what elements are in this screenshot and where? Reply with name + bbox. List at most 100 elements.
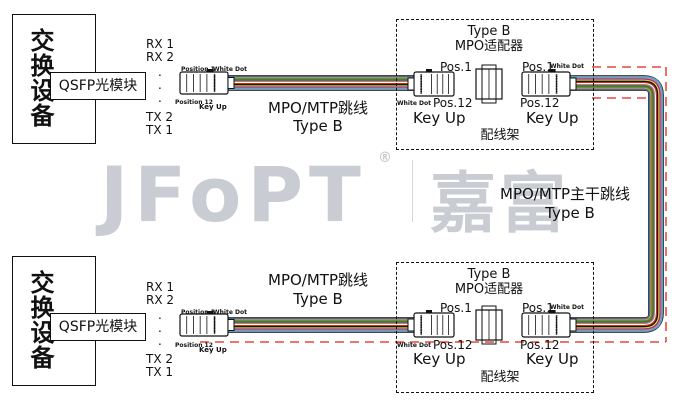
fiber-dot: [420, 326, 423, 329]
fiber-dot: [420, 75, 423, 78]
fiber-dot: [420, 318, 423, 321]
rx1-label: RX 1: [146, 280, 175, 294]
position1-label: Position 1: [181, 309, 215, 316]
fiber-dot: [555, 320, 558, 322]
pos12-left-top: Pos.12: [433, 96, 473, 110]
fiber-dot: [555, 324, 558, 327]
fiber-dot: [555, 90, 558, 93]
fiber-dot: [555, 315, 558, 317]
fiber-dot: [555, 329, 558, 332]
fiber-line: [570, 76, 663, 332]
dots: ...: [158, 308, 162, 348]
fiber-dot: [555, 79, 558, 81]
fiber-dot: [420, 87, 423, 89]
adapter-name-top: MPO适配器: [454, 39, 524, 54]
fiber-dot: [213, 330, 216, 333]
fiber-line: [570, 81, 658, 327]
fiber-dot: [420, 82, 423, 85]
fiber-dot: [213, 79, 216, 82]
patch-cable-bottom: [228, 317, 414, 333]
mpo-adapter-top: [475, 64, 503, 104]
white-dot-label: White Dot: [213, 66, 247, 73]
fiber-dot: [420, 79, 423, 81]
connector-ferrule: [227, 319, 235, 331]
fiber-dot: [555, 333, 558, 335]
fiber-dot: [555, 318, 558, 321]
position12-label: Position 12: [175, 99, 213, 106]
pos12-right-top: Pos.12: [520, 96, 560, 110]
adapter-flange: [481, 64, 497, 104]
fiber-dot: [555, 74, 558, 76]
connector-ferrule: [569, 77, 577, 91]
fiber-dot: [213, 74, 216, 76]
fiber-dot: [213, 84, 216, 87]
patch-cable-name-top: MPO/MTP跳线: [268, 99, 368, 117]
fiber-line: [570, 84, 655, 324]
fiber-dot: [420, 316, 423, 319]
tx1-label: TX 1: [146, 123, 173, 137]
fiber-dot: [420, 333, 423, 335]
fiber-line: [570, 78, 661, 330]
watermark-chinese: 嘉富: [430, 165, 570, 242]
fiber-dot: [213, 324, 216, 327]
fiber-dot: [420, 74, 423, 76]
position1-label: Position 1: [181, 66, 215, 73]
fiber-dot: [213, 317, 216, 320]
pos1-right-top: Pos.1: [522, 60, 554, 74]
connector-body: [179, 313, 229, 337]
fiber-dot: [555, 80, 558, 83]
fiber-dot: [420, 324, 423, 327]
connector-ferrule: [407, 77, 415, 91]
key-up-right-bottom: Key Up: [526, 350, 579, 368]
tx2-label: TX 2: [146, 110, 173, 124]
fiber-dot: [213, 327, 216, 330]
pos12-right-bottom: Pos.12: [520, 338, 560, 352]
fiber-dot: [420, 83, 423, 86]
fiber-line: [570, 87, 652, 321]
connector-key: [548, 69, 556, 72]
adapter-name-bottom: MPO适配器: [454, 282, 524, 297]
fiber-dot: [555, 316, 558, 319]
connector-key: [548, 310, 556, 313]
mpo-connector-panel-left-top: [407, 69, 455, 97]
rx2-label: RX 2: [146, 50, 175, 64]
fiber-dot: [420, 329, 423, 332]
fiber-dot: [420, 331, 423, 334]
fiber-dot: [420, 320, 423, 322]
key-up-label: Key Up: [199, 103, 227, 111]
fiber-dot: [420, 92, 423, 94]
fiber-dot: [420, 88, 423, 91]
white-dot-left-top: White Dot: [397, 100, 431, 107]
patch-panel-top: [396, 19, 594, 150]
patch-cable-top: [228, 75, 414, 91]
key-up-label: Key Up: [199, 346, 227, 354]
tx2-label: TX 2: [146, 352, 173, 366]
tx1-label: TX 1: [146, 365, 173, 379]
fiber-dot: [420, 90, 423, 93]
panel-label-top: 配线架: [480, 128, 520, 143]
fiber-dot: [555, 75, 558, 78]
pos12-left-bottom: Pos.12: [433, 338, 473, 352]
fiber-dot: [213, 332, 216, 334]
fiber-dot: [555, 77, 558, 80]
panel-label-bottom: 配线架: [480, 370, 520, 385]
fiber-dot: [555, 83, 558, 86]
fiber-dot: [213, 75, 216, 78]
rx2-label: RX 2: [146, 293, 175, 307]
white-dot-right-bottom: White Dot: [550, 304, 584, 311]
fiber-dot: [420, 80, 423, 83]
adapter-type-bottom: Type B: [467, 267, 511, 282]
connector-ferrule: [227, 77, 235, 89]
fiber-dot: [420, 85, 423, 88]
connector-body: [179, 71, 229, 95]
adapter-flange: [481, 305, 497, 345]
fiber-dot: [420, 321, 423, 324]
pos1-right-bottom: Pos.1: [522, 301, 554, 315]
fiber-dot: [420, 315, 423, 317]
trunk-cable-name: MPO/MTP主干跳线: [500, 185, 630, 203]
qsfp-module-top: QSFP光模块: [50, 72, 146, 100]
white-dot-left-bottom: White Dot: [397, 342, 431, 349]
dots: ...: [158, 65, 162, 105]
fiber-dot: [420, 328, 423, 330]
